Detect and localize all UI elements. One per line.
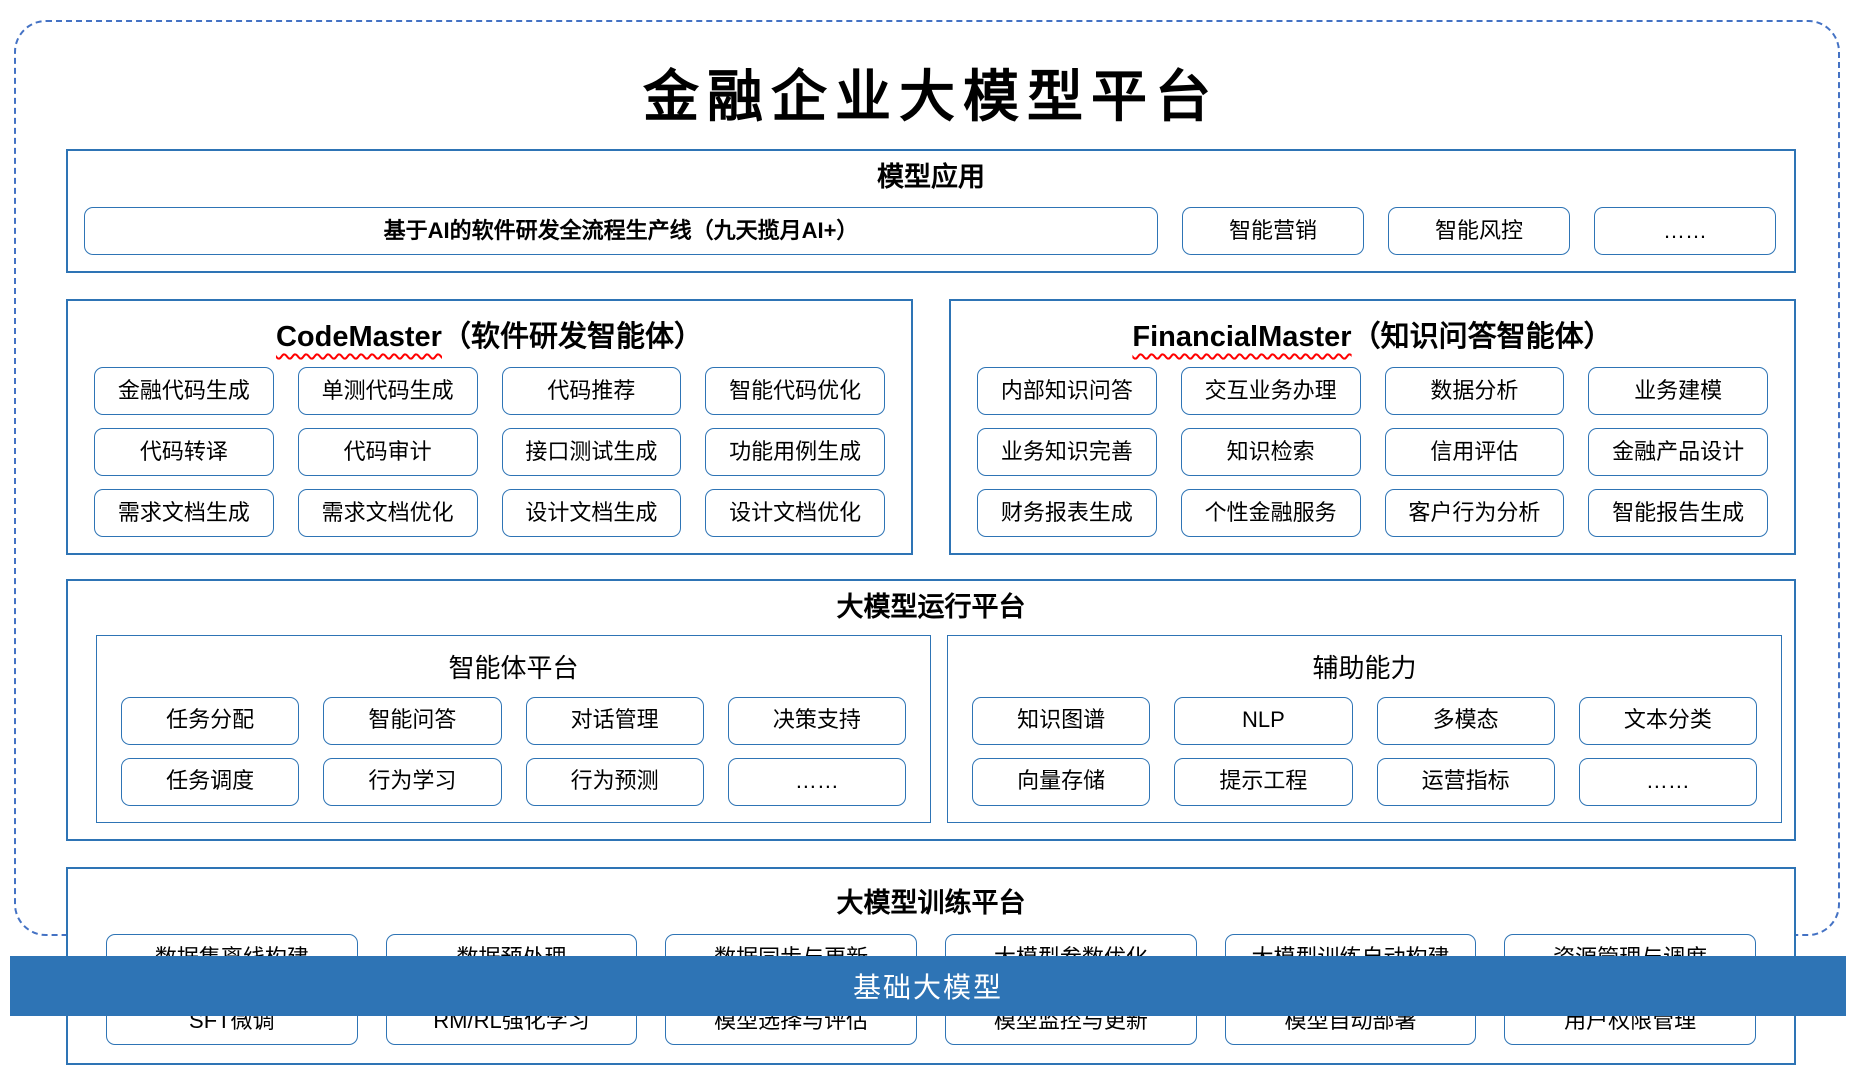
capability-item: 任务调度 — [121, 758, 299, 806]
capability-item: 内部知识问答 — [977, 367, 1157, 415]
capability-item: 需求文档生成 — [94, 489, 274, 537]
codemaster-title: CodeMaster（软件研发智能体） — [94, 313, 885, 355]
section-model-applications: 模型应用 基于AI的软件研发全流程生产线（九天揽月AI+） 智能营销 智能风控 … — [66, 149, 1796, 273]
capability-item: 代码审计 — [298, 428, 478, 476]
capability-item: 财务报表生成 — [977, 489, 1157, 537]
section-runtime-platform: 大模型运行平台 智能体平台 任务分配 智能问答 对话管理 决策支持 任务调度 行… — [66, 579, 1796, 841]
capability-item: 知识图谱 — [972, 697, 1150, 745]
capability-item: 信用评估 — [1385, 428, 1565, 476]
capability-item: 业务知识完善 — [977, 428, 1157, 476]
app-item-ellipsis: …… — [1594, 207, 1776, 255]
aux-capability-grid: 知识图谱 NLP 多模态 文本分类 向量存储 提示工程 运营指标 …… — [972, 697, 1757, 806]
financialmaster-title-en: FinancialMaster — [1132, 321, 1351, 353]
model-applications-row: 基于AI的软件研发全流程生产线（九天揽月AI+） 智能营销 智能风控 …… — [68, 195, 1794, 271]
capability-item: 客户行为分析 — [1385, 489, 1565, 537]
capability-item: 行为学习 — [323, 758, 501, 806]
capability-item: 决策支持 — [728, 697, 906, 745]
capability-item: 智能代码优化 — [705, 367, 885, 415]
app-item-main: 基于AI的软件研发全流程生产线（九天揽月AI+） — [84, 207, 1158, 255]
capability-item: 知识检索 — [1181, 428, 1361, 476]
section-financialmaster: FinancialMaster（知识问答智能体） 内部知识问答 交互业务办理 数… — [949, 299, 1796, 555]
capability-item: 代码转译 — [94, 428, 274, 476]
capability-item: 多模态 — [1377, 697, 1555, 745]
capability-item: NLP — [1174, 697, 1352, 745]
aux-capability-panel: 辅助能力 知识图谱 NLP 多模态 文本分类 向量存储 提示工程 运营指标 …… — [947, 635, 1782, 823]
app-item: 智能营销 — [1182, 207, 1364, 255]
app-item: 智能风控 — [1388, 207, 1570, 255]
capability-item: 文本分类 — [1579, 697, 1757, 745]
capability-item: 交互业务办理 — [1181, 367, 1361, 415]
capability-item-ellipsis: …… — [728, 758, 906, 806]
capability-item: 需求文档优化 — [298, 489, 478, 537]
section-codemaster: CodeMaster（软件研发智能体） 金融代码生成 单测代码生成 代码推荐 智… — [66, 299, 913, 555]
aux-capability-header: 辅助能力 — [972, 648, 1757, 685]
agent-platform-grid: 任务分配 智能问答 对话管理 决策支持 任务调度 行为学习 行为预测 …… — [121, 697, 906, 806]
section-header-runtime: 大模型运行平台 — [68, 581, 1794, 625]
capability-item: 对话管理 — [526, 697, 704, 745]
capability-item: 智能报告生成 — [1588, 489, 1768, 537]
capability-item: 任务分配 — [121, 697, 299, 745]
foundation-model-bar: 基础大模型 — [10, 956, 1846, 1016]
runtime-sub-row: 智能体平台 任务分配 智能问答 对话管理 决策支持 任务调度 行为学习 行为预测… — [68, 625, 1794, 823]
capability-item: 个性金融服务 — [1181, 489, 1361, 537]
codemaster-grid: 金融代码生成 单测代码生成 代码推荐 智能代码优化 代码转译 代码审计 接口测试… — [94, 367, 885, 537]
capability-item: 接口测试生成 — [502, 428, 682, 476]
capability-item: 行为预测 — [526, 758, 704, 806]
page-title: 金融企业大模型平台 — [66, 52, 1796, 133]
capability-item: 设计文档优化 — [705, 489, 885, 537]
capability-item-ellipsis: …… — [1579, 758, 1757, 806]
financialmaster-title: FinancialMaster（知识问答智能体） — [977, 313, 1768, 355]
agent-platform-header: 智能体平台 — [121, 648, 906, 685]
financialmaster-title-suffix: （知识问答智能体） — [1352, 321, 1613, 353]
capability-item: 运营指标 — [1377, 758, 1555, 806]
capability-item: 功能用例生成 — [705, 428, 885, 476]
capability-item: 金融产品设计 — [1588, 428, 1768, 476]
codemaster-title-en: CodeMaster — [276, 321, 442, 353]
capability-item: 数据分析 — [1385, 367, 1565, 415]
capability-item: 代码推荐 — [502, 367, 682, 415]
capability-item: 单测代码生成 — [298, 367, 478, 415]
capability-item: 业务建模 — [1588, 367, 1768, 415]
agent-platform-panel: 智能体平台 任务分配 智能问答 对话管理 决策支持 任务调度 行为学习 行为预测… — [96, 635, 931, 823]
codemaster-title-suffix: （软件研发智能体） — [442, 321, 703, 353]
capability-item: 金融代码生成 — [94, 367, 274, 415]
section-header-model-applications: 模型应用 — [68, 151, 1794, 195]
section-header-training: 大模型训练平台 — [106, 877, 1756, 921]
financialmaster-grid: 内部知识问答 交互业务办理 数据分析 业务建模 业务知识完善 知识检索 信用评估… — [977, 367, 1768, 537]
capability-item: 设计文档生成 — [502, 489, 682, 537]
capability-item: 提示工程 — [1174, 758, 1352, 806]
platform-diagram-frame: 金融企业大模型平台 模型应用 基于AI的软件研发全流程生产线（九天揽月AI+） … — [14, 20, 1840, 936]
capability-item: 智能问答 — [323, 697, 501, 745]
agents-row: CodeMaster（软件研发智能体） 金融代码生成 单测代码生成 代码推荐 智… — [66, 299, 1796, 555]
capability-item: 向量存储 — [972, 758, 1150, 806]
